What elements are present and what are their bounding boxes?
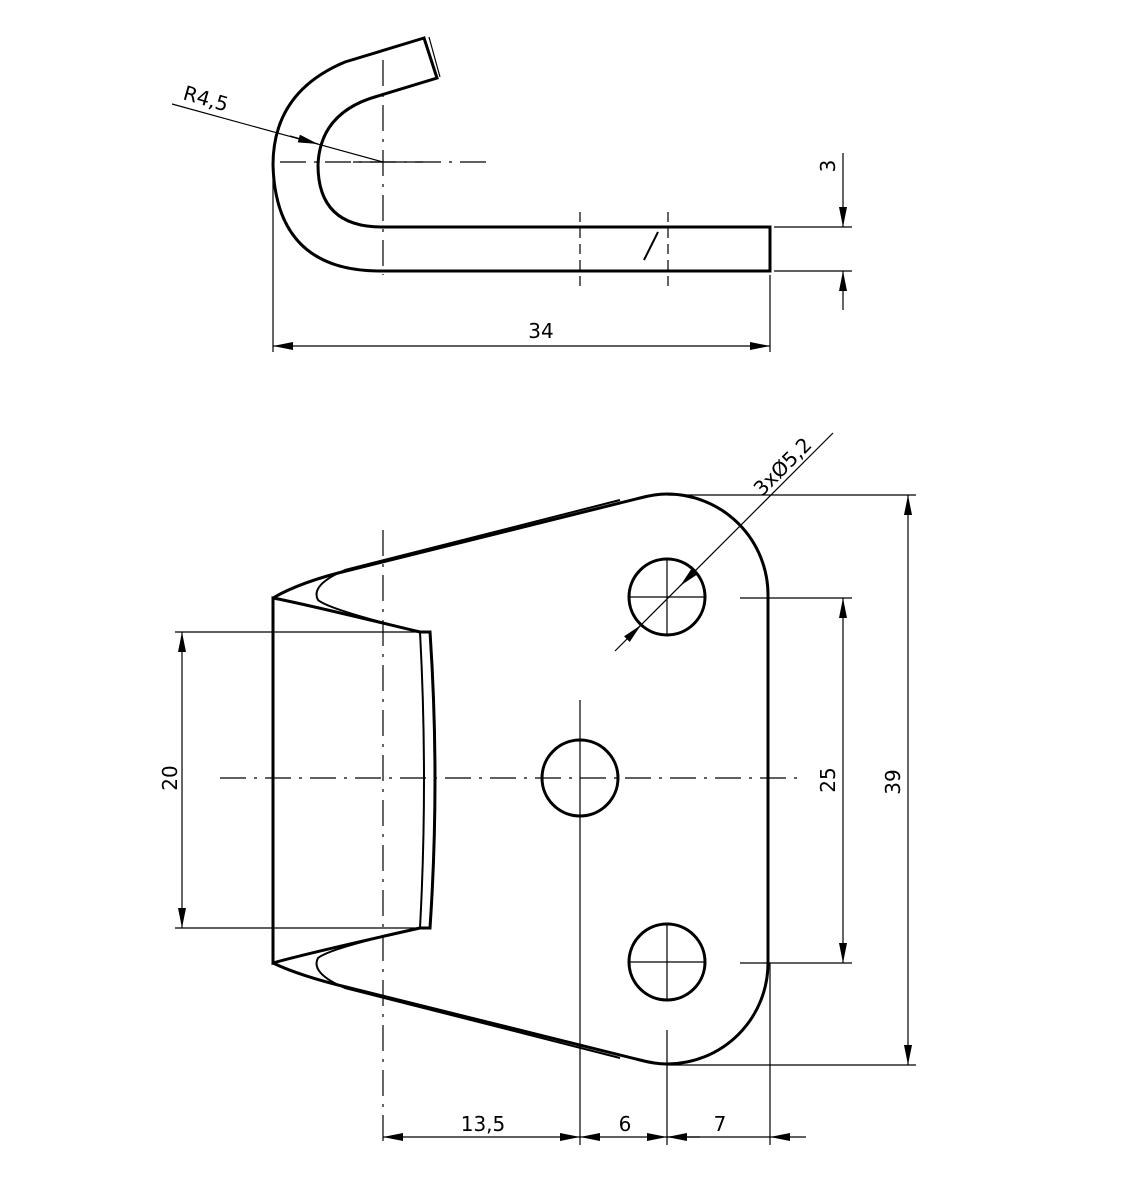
radius-leader bbox=[171, 103, 384, 163]
side-view: R4,5 34 3 bbox=[171, 36, 852, 352]
flange-edge bbox=[419, 631, 425, 929]
hole-diameter-leader bbox=[614, 432, 834, 652]
bend-edge-top bbox=[315, 499, 621, 633]
length-label: 34 bbox=[528, 319, 553, 343]
hole-spacing-label: 25 bbox=[816, 767, 840, 792]
height-label: 39 bbox=[881, 769, 905, 794]
flange-outline bbox=[271, 596, 437, 966]
top-view: 3xØ5,2 20 25 39 13,5 6 7 bbox=[158, 432, 916, 1145]
tab-edge-line bbox=[428, 36, 441, 78]
thickness-label: 3 bbox=[816, 160, 840, 173]
offset-b-label: 6 bbox=[619, 1112, 632, 1136]
break-mark bbox=[643, 231, 659, 261]
bend-edge-bottom bbox=[315, 927, 621, 1059]
plate-outline bbox=[271, 492, 770, 1066]
width-label: 20 bbox=[158, 765, 182, 790]
hook-profile bbox=[271, 36, 772, 273]
radius-arrow bbox=[289, 134, 319, 145]
hole-diameter-arrow bbox=[679, 569, 697, 587]
hole-diameter-arrow bbox=[624, 624, 642, 642]
offset-a-label: 13,5 bbox=[461, 1112, 506, 1136]
offset-c-label: 7 bbox=[714, 1112, 727, 1136]
radius-label: R4,5 bbox=[181, 81, 232, 117]
hole-diameter-label: 3xØ5,2 bbox=[749, 433, 817, 501]
